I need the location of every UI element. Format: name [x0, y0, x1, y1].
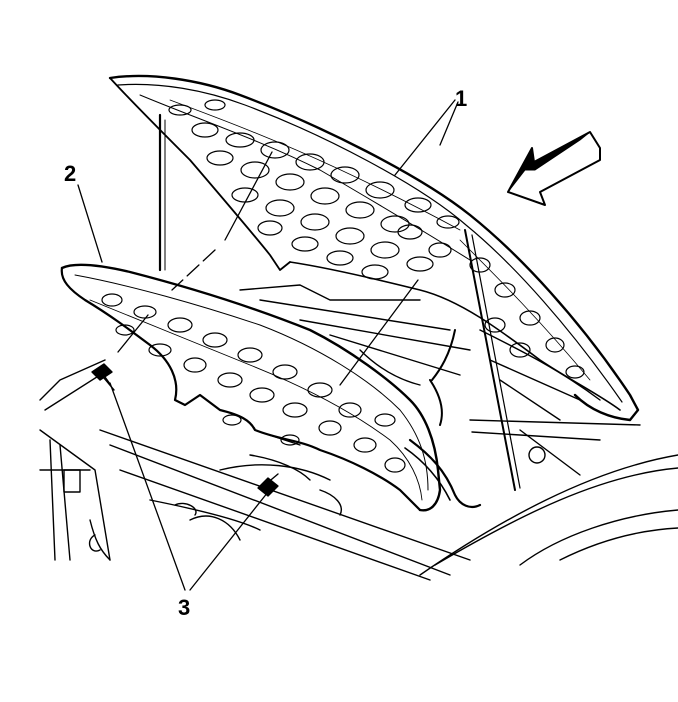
hood-panel-cutouts — [169, 100, 584, 378]
retainer-right — [258, 474, 278, 496]
front-of-vehicle-arrow-icon — [508, 132, 600, 205]
hood — [110, 76, 638, 420]
insulator-cutouts — [102, 294, 405, 472]
callout-3-label: 3 — [178, 595, 191, 620]
callout-1-label: 1 — [455, 86, 468, 111]
engine-compartment — [40, 115, 678, 580]
hood-insulator — [62, 265, 440, 511]
callout-2-label: 2 — [64, 161, 77, 186]
insulator-retainers — [92, 364, 278, 496]
callout-leaders — [78, 100, 458, 590]
